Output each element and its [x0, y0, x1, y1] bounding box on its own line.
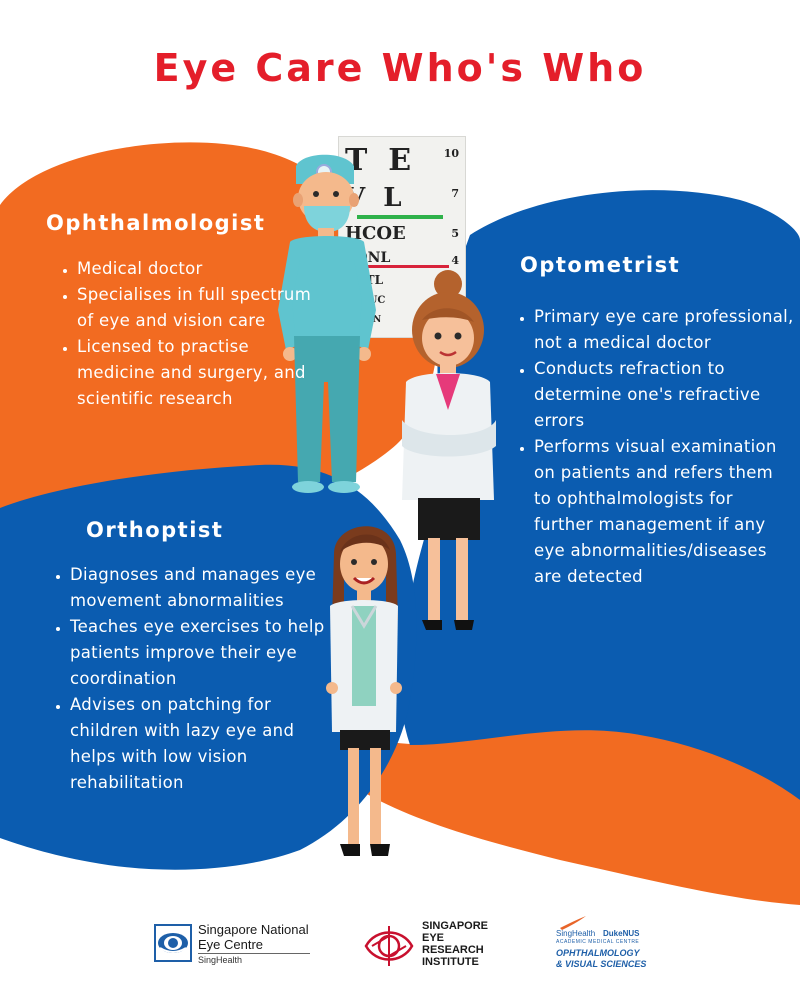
list-item: Medical doctor	[77, 256, 317, 282]
list-item: Conducts refraction to determine one's r…	[534, 356, 794, 434]
list-item: Performs visual examination on patients …	[534, 434, 794, 590]
blue-blob-orthoptist	[0, 464, 417, 870]
list-item: Advises on patching for children with la…	[70, 692, 340, 796]
orange-blob-lower-right	[360, 715, 800, 905]
eye-chart-red-line	[349, 265, 449, 268]
snec-divider	[198, 953, 310, 954]
eye-chart-row: HCOE 5	[345, 223, 459, 244]
orthoptist-illustration	[326, 526, 402, 856]
page-title: Eye Care Who's Who	[153, 46, 647, 90]
singhealth-swoosh-icon	[560, 916, 586, 930]
ophthalmologist-points: Medical doctor Specialises in full spect…	[55, 256, 317, 412]
optometrist-illustration	[402, 270, 496, 630]
optometrist-points: Primary eye care professional, not a med…	[512, 304, 794, 590]
seri-logo: SINGAPORE EYE RESEARCH INSTITUTE	[362, 920, 492, 972]
optometrist-heading: Optometrist	[520, 253, 681, 277]
blue-blob-optometrist	[398, 190, 800, 801]
list-item: Licensed to practise medicine and surger…	[77, 334, 317, 412]
list-item: Primary eye care professional, not a med…	[534, 304, 794, 356]
ophthalmologist-illustration	[278, 154, 376, 493]
ophthalmologist-heading: Ophthalmologist	[46, 211, 266, 235]
list-item: Specialises in full spectrum of eye and …	[77, 282, 317, 334]
seri-emblem-icon	[364, 926, 414, 966]
orthoptist-heading: Orthoptist	[86, 518, 224, 542]
eye-chart-green-line	[357, 215, 443, 219]
snec-logo: Singapore National Eye Centre SingHealth	[154, 922, 314, 966]
list-item: Diagnoses and manages eye movement abnor…	[70, 562, 340, 614]
snec-eye-icon	[154, 924, 192, 962]
duke-nus-ophthalmology-logo: SingHealth DukeNUS ACADEMIC MEDICAL CENT…	[556, 914, 652, 974]
list-item: Teaches eye exercises to help patients i…	[70, 614, 340, 692]
orthoptist-points: Diagnoses and manages eye movement abnor…	[48, 562, 340, 796]
